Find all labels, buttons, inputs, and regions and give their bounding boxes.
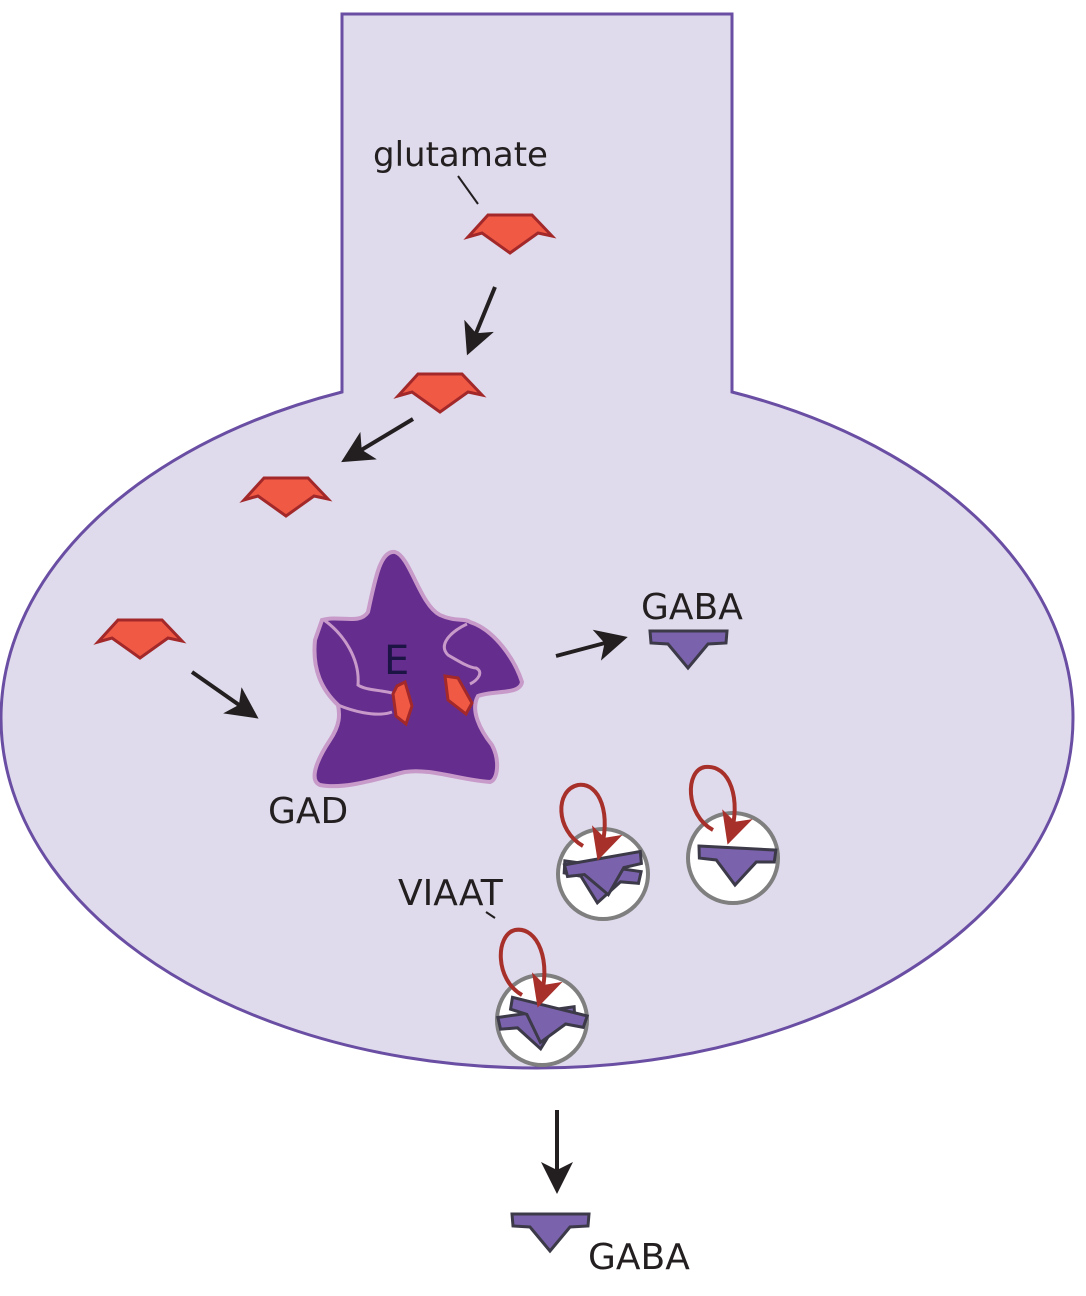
viaat-transport-arrow-icon [559,782,623,861]
arrow-icon [190,670,259,719]
arrow-icon [341,417,415,463]
viaat-transport-arrow-icon [498,927,563,1008]
viaat-leader-line [485,911,496,919]
glutamate-leader-line [457,175,479,205]
gaba-molecule [510,1212,591,1253]
glutamate-label: glutamate [373,135,548,175]
arrow-icon [555,629,628,661]
viaat-label: VIAAT [398,873,504,914]
bound-glutamate [443,674,474,717]
gad-enzyme: E [312,550,525,789]
gaba-released-label: GABA [588,1237,690,1278]
vesicle [556,782,650,921]
arrow-icon [464,286,497,356]
bound-glutamate [391,679,414,727]
vesicle [686,764,780,905]
enzyme-letter: E [384,638,409,684]
gaba-label: GABA [641,587,743,628]
gad-label: GAD [268,791,348,832]
viaat-transport-arrow-icon [689,764,753,845]
neuron-terminal [0,12,1075,1070]
vesicle [495,927,589,1067]
